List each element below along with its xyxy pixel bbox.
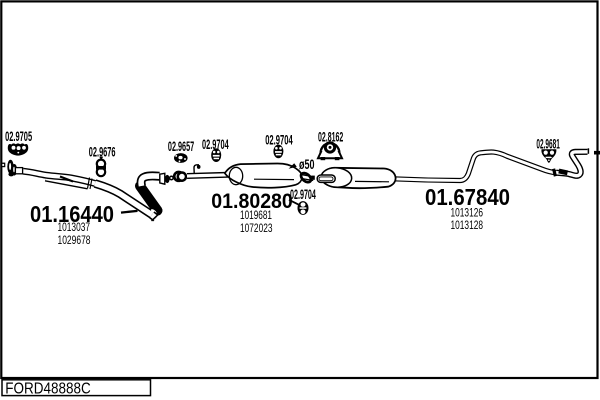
svg-text:02.9681: 02.9681 [536, 137, 560, 152]
svg-text:02.9704: 02.9704 [202, 137, 229, 152]
svg-text:01.16440: 01.16440 [30, 201, 114, 227]
svg-text:1013126: 1013126 [451, 208, 484, 220]
svg-text:FORD48888C: FORD48888C [5, 381, 90, 398]
svg-text:ø50: ø50 [299, 157, 315, 172]
svg-text:02.9704: 02.9704 [290, 187, 316, 202]
svg-text:02.9657: 02.9657 [168, 139, 194, 154]
svg-text:02.9705: 02.9705 [5, 129, 32, 144]
svg-text:1013037: 1013037 [58, 222, 91, 234]
svg-text:1072023: 1072023 [240, 223, 273, 235]
svg-text:02.9704: 02.9704 [265, 132, 293, 147]
svg-text:1029678: 1029678 [58, 235, 91, 247]
svg-text:02.8162: 02.8162 [318, 129, 344, 144]
svg-text:02.9676: 02.9676 [89, 145, 116, 160]
svg-text:01.80280: 01.80280 [211, 190, 292, 213]
svg-text:1013128: 1013128 [451, 220, 484, 232]
svg-text:1019681: 1019681 [240, 210, 272, 222]
svg-text:01.67840: 01.67840 [425, 184, 510, 210]
